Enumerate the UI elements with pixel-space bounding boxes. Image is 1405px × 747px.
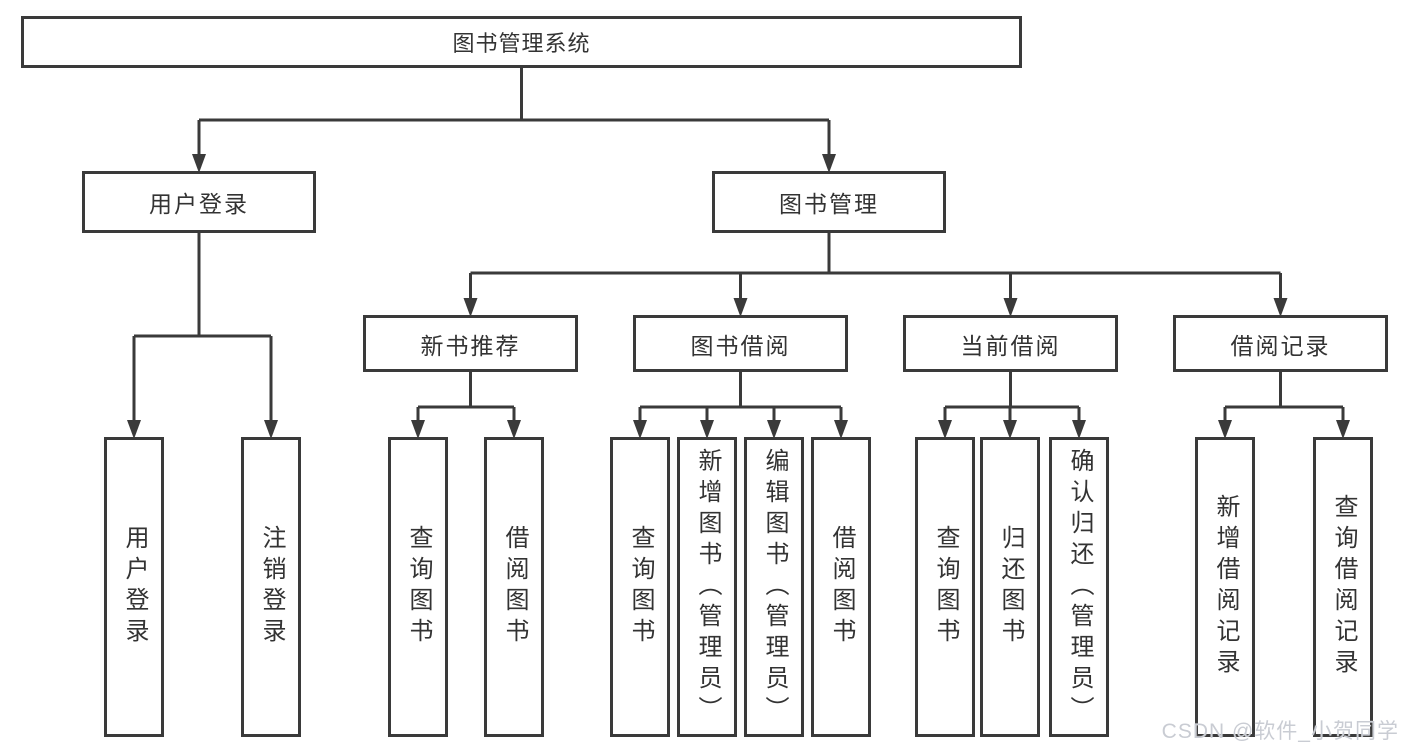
arrow-down-icon [463,298,478,317]
node-leaf-edit-book: 编辑图书（管理员） [744,437,804,737]
node-new-book-recommend: 新书推荐 [363,315,578,372]
node-leaf-user-login: 用户登录 [104,437,164,737]
arrow-down-icon [822,154,836,173]
arrow-down-icon [1273,298,1288,317]
node-leaf-query-book-3: 查询图书 [915,437,975,737]
node-leaf-borrow-book-1: 借阅图书 [484,437,544,737]
tree-connector-path [132,66,1345,423]
node-leaf-add-book: 新增图书（管理员） [677,437,737,737]
node-leaf-query-borrow-record-label: 查询借阅记录 [1330,494,1357,680]
node-leaf-add-book-label: 新增图书（管理员） [694,447,721,727]
arrow-down-icon [1003,420,1017,439]
node-borrow-records: 借阅记录 [1173,315,1388,372]
arrow-down-icon [1003,298,1018,317]
arrow-down-icon [264,420,278,439]
node-leaf-borrow-book-1-label: 借阅图书 [501,525,528,649]
arrow-down-icon [411,420,425,439]
node-leaf-add-borrow-record: 新增借阅记录 [1195,437,1255,737]
arrow-down-icon [633,420,647,439]
arrow-down-icon [733,298,748,317]
node-leaf-return-book-label: 归还图书 [997,525,1024,649]
node-leaf-confirm-return: 确认归还（管理员） [1049,437,1109,737]
arrow-down-icon [192,154,206,173]
node-borrow-records-label: 借阅记录 [1230,332,1331,359]
node-book-management: 图书管理 [712,171,946,233]
node-leaf-user-login-label: 用户登录 [121,525,148,649]
node-new-book-recommend-label: 新书推荐 [420,332,521,359]
node-leaf-query-book-2-label: 查询图书 [627,525,654,649]
arrow-down-icon [834,420,848,439]
arrow-down-icon [700,420,714,439]
arrow-down-icon [767,420,781,439]
node-current-borrow: 当前借阅 [903,315,1118,372]
node-book-borrow: 图书借阅 [633,315,848,372]
node-leaf-query-book-2: 查询图书 [610,437,670,737]
node-book-borrow-label: 图书借阅 [690,332,791,359]
node-leaf-logout: 注销登录 [241,437,301,737]
node-root: 图书管理系统 [21,16,1022,68]
node-leaf-edit-book-label: 编辑图书（管理员） [761,447,788,727]
node-leaf-return-book: 归还图书 [980,437,1040,737]
node-leaf-borrow-book-2: 借阅图书 [811,437,871,737]
arrow-down-icon [1336,420,1350,439]
node-leaf-query-borrow-record: 查询借阅记录 [1313,437,1373,737]
arrow-down-icon [127,420,141,439]
node-leaf-query-book-3-label: 查询图书 [932,525,959,649]
node-leaf-confirm-return-label: 确认归还（管理员） [1066,447,1093,727]
node-user-login-label: 用户登录 [149,191,249,217]
node-book-management-label: 图书管理 [779,191,879,217]
node-current-borrow-label: 当前借阅 [960,332,1061,359]
node-leaf-borrow-book-2-label: 借阅图书 [828,525,855,649]
node-leaf-query-book-1: 查询图书 [388,437,448,737]
node-leaf-add-borrow-record-label: 新增借阅记录 [1212,494,1239,680]
arrow-down-icon [1218,420,1232,439]
node-root-label: 图书管理系统 [452,31,591,56]
arrow-down-icon [507,420,521,439]
node-leaf-logout-label: 注销登录 [258,525,285,649]
watermark: CSDN @软件_小贺同学 [1161,720,1399,743]
arrow-down-icon [938,420,952,439]
node-leaf-query-book-1-label: 查询图书 [405,525,432,649]
node-user-login: 用户登录 [82,171,316,233]
arrow-down-icon [1072,420,1086,439]
